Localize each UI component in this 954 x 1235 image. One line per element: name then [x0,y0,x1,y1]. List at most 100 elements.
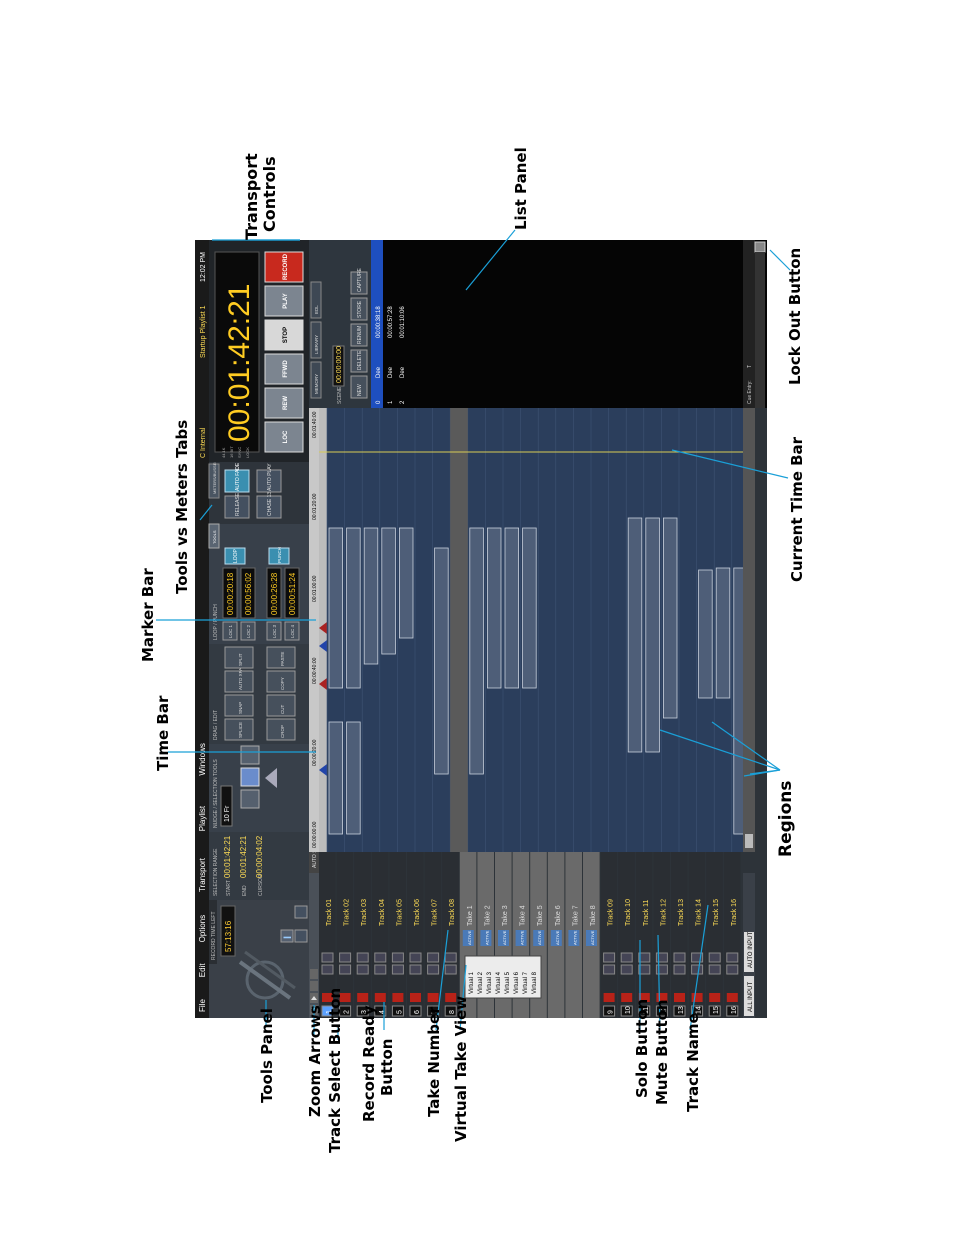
mute-button[interactable] [339,952,352,963]
mute-button[interactable] [374,952,387,963]
chase-button[interactable] [256,495,282,519]
track-name[interactable]: Track 06 [414,899,421,926]
zoom-down-button[interactable] [310,969,318,979]
region[interactable] [381,527,396,655]
list-tab[interactable] [310,361,322,399]
track-select-button[interactable] [409,1005,422,1017]
virtual-take-item[interactable]: Virtual 6 [514,971,520,994]
cut-button[interactable] [266,694,296,717]
solo-button[interactable] [638,964,651,975]
track-name[interactable]: Track 14 [696,899,703,926]
record-ready-button[interactable] [339,993,351,1002]
capture-list-button[interactable] [350,271,368,295]
mute-button[interactable] [726,952,739,963]
track-select-button[interactable] [444,1005,457,1017]
mute-button[interactable] [321,952,334,963]
track-name[interactable]: Take 6 [555,905,562,926]
list-row-name[interactable]: Dee [388,366,394,378]
solo-button[interactable] [620,964,633,975]
track-name[interactable]: Track 03 [361,899,368,926]
region[interactable] [469,527,484,775]
mute-button[interactable] [356,952,369,963]
solo-button[interactable] [391,964,404,975]
region[interactable] [662,517,678,719]
selection-end-time[interactable]: 00:01:42:21 [239,835,248,878]
time-bar[interactable] [309,408,319,852]
track-name[interactable]: Track 09 [608,899,615,926]
region[interactable] [627,517,643,753]
horizontal-scrollbar[interactable] [743,408,755,852]
virtual-take-item[interactable]: Virtual 3 [487,971,493,994]
tab-meters[interactable] [208,463,220,499]
record-ready-button[interactable] [445,993,457,1002]
track-select-button[interactable] [638,1005,651,1017]
mute-button[interactable] [603,952,616,963]
track-name[interactable]: Track 15 [713,899,720,926]
nudge-select[interactable] [220,785,233,827]
track-name[interactable]: Track 11 [643,899,650,926]
auto-play-button[interactable] [256,469,282,493]
record-ready-button[interactable] [674,993,685,1002]
mute-button[interactable] [391,952,404,963]
solo-button[interactable] [603,964,616,975]
region[interactable] [328,527,344,689]
list-row-name[interactable]: Dee [400,366,406,378]
nudge-right-button[interactable] [240,745,260,765]
marker-flag-icon[interactable] [319,678,327,690]
record-ready-button[interactable] [603,993,615,1002]
list-tab[interactable] [310,281,322,319]
virtual-take-item[interactable]: Virtual 2 [478,971,484,994]
virtual-take-item[interactable]: Virtual 7 [523,971,529,994]
list-row-name[interactable]: Dee [376,366,382,378]
menu-file[interactable]: File [198,999,207,1012]
record-ready-button[interactable] [357,993,369,1002]
track-name[interactable]: Track 12 [660,899,667,926]
track-name[interactable]: Track 10 [625,899,632,926]
menu-playlist[interactable]: Playlist [198,805,207,831]
track-name[interactable]: Take 1 [467,905,474,926]
all-input-button[interactable] [744,976,754,1016]
mute-button[interactable] [708,952,721,963]
virtual-take-item[interactable]: Virtual 8 [532,971,538,994]
track-select-button[interactable] [391,1005,404,1017]
solo-button[interactable] [673,964,686,975]
virtual-take-item[interactable]: Virtual 4 [496,971,502,994]
region[interactable] [346,527,361,689]
record-ready-button[interactable] [392,993,404,1002]
menu-transport[interactable]: Transport [198,857,207,892]
cursor-time[interactable]: 00:00:04:02 [255,835,264,878]
punch-button[interactable] [268,547,290,565]
track-select-button[interactable] [708,1005,721,1017]
auto-fade-button[interactable] [224,469,250,493]
track-select-button[interactable] [603,1005,616,1017]
loc-1-time[interactable]: 00:00:20:18 [226,572,235,615]
track-name[interactable]: Track 02 [344,899,351,926]
ffwd-button[interactable] [264,353,304,385]
track-name[interactable]: Track 07 [432,899,439,926]
track-select-button[interactable] [726,1005,739,1017]
loc-3-button[interactable] [266,621,282,641]
solo-button[interactable] [427,964,440,975]
virtual-take-menu[interactable] [464,955,542,999]
track-name[interactable]: Take 2 [484,905,491,926]
solo-button[interactable] [691,964,704,975]
mute-button[interactable] [638,952,651,963]
track-name[interactable]: Take 7 [572,905,579,926]
release-button[interactable] [224,495,250,519]
loc-4-time[interactable]: 00:00:51:24 [288,572,297,615]
region[interactable] [698,569,713,699]
solo-button[interactable] [444,964,457,975]
splice-button[interactable] [224,718,254,741]
solo-button[interactable] [356,964,369,975]
nudge-left-button[interactable] [240,789,260,809]
mute-button[interactable] [673,952,686,963]
solo-button[interactable] [708,964,721,975]
paste-button[interactable] [266,646,296,669]
record-ready-button[interactable] [322,993,333,1002]
track-name[interactable]: Take 5 [537,905,544,926]
record-ready-button[interactable] [427,993,439,1002]
track-name[interactable]: Track 16 [731,899,738,926]
snap-button[interactable] [224,694,254,717]
track-name[interactable]: Track 04 [379,899,386,926]
split-button[interactable] [224,646,254,669]
